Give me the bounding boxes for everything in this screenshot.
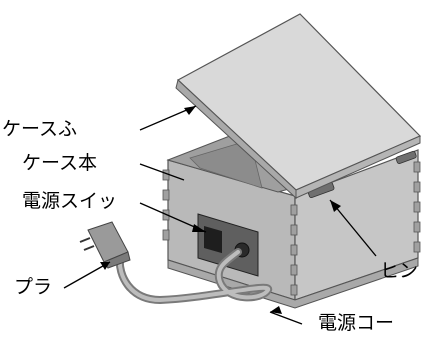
power-cord-highlight xyxy=(117,250,271,303)
label-power-switch: 電源スイッ xyxy=(22,190,118,212)
power-plug-icon xyxy=(79,221,131,269)
label-power-cord: 電源コー xyxy=(318,312,395,334)
leader-power-cord xyxy=(269,311,303,325)
box-lid-side-edge xyxy=(295,135,421,199)
hinge-icon xyxy=(307,150,417,199)
label-lid: ケースふ xyxy=(2,118,78,140)
leader-case-body xyxy=(139,163,185,181)
label-hinge: ヒン xyxy=(380,260,419,282)
leader-plug xyxy=(63,261,111,289)
finger-joints-back xyxy=(413,161,421,253)
leader-arrowheads xyxy=(100,106,341,314)
finger-joints-right xyxy=(290,204,298,296)
leader-hinge xyxy=(329,199,377,257)
label-case-body: ケース本 xyxy=(22,152,98,174)
label-plug: プラ xyxy=(14,276,53,298)
box-interior-wall xyxy=(189,139,263,189)
